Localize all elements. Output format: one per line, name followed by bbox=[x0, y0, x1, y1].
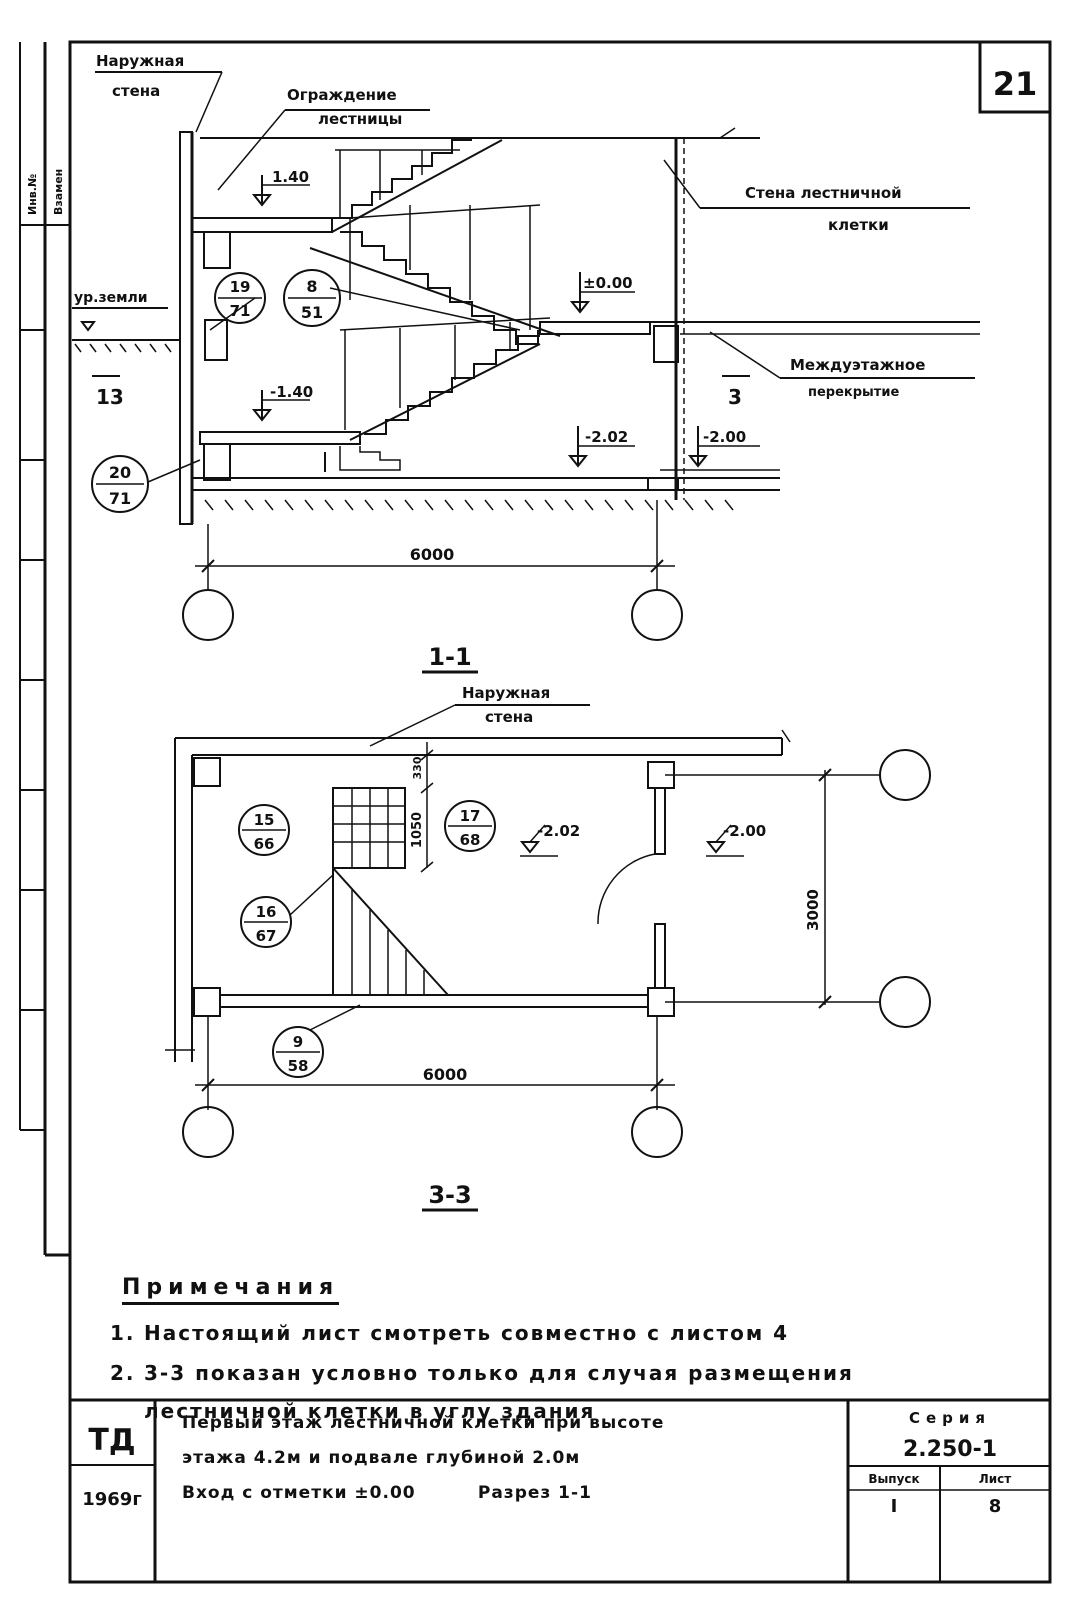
note-item: 2. 3-3 показан условно только для случая … bbox=[110, 1361, 1060, 1385]
ground-level-label: ур.земли bbox=[74, 290, 148, 306]
year: 1969г bbox=[82, 1489, 142, 1510]
note-number: 2. bbox=[110, 1361, 136, 1385]
callout-number: 58 bbox=[288, 1057, 309, 1075]
note-text: 3-3 показан условно только для случая ра… bbox=[144, 1361, 854, 1385]
section-reference: 3 bbox=[728, 385, 742, 409]
dimension-label: 3000 bbox=[804, 889, 822, 931]
outer-wall-label: стена bbox=[112, 82, 160, 100]
railing-label: лестницы bbox=[318, 110, 402, 128]
callout-number: 17 bbox=[460, 807, 481, 825]
sheet-title-line: Вход с отметки ±0.00 Разрез 1-1 bbox=[182, 1483, 592, 1503]
stair-wall-label: Стена лестничной bbox=[745, 184, 902, 202]
dimension-label: 6000 bbox=[410, 545, 455, 564]
elevation-label: -2.02 bbox=[537, 822, 580, 840]
dimension-label: 1050 bbox=[410, 812, 425, 848]
section-title: 1-1 bbox=[428, 643, 471, 671]
section-3-3 bbox=[165, 704, 931, 1212]
elevation-label: 1.40 bbox=[272, 168, 309, 186]
elevation-label: -2.00 bbox=[703, 428, 746, 446]
note-text: Настоящий лист смотреть совместно с лист… bbox=[144, 1321, 790, 1345]
org-code: ТД bbox=[88, 1423, 135, 1458]
series-value: 2.250-1 bbox=[903, 1437, 997, 1462]
side-stamp-label: Взамен bbox=[52, 169, 65, 215]
floor-slab-label: Междуэтажное bbox=[790, 356, 925, 374]
section-reference: 13 bbox=[96, 385, 124, 409]
note-continuation: лестничной клетки в углу здания bbox=[144, 1399, 596, 1423]
dimension-label: 6000 bbox=[423, 1065, 468, 1084]
callout-number: 20 bbox=[109, 463, 131, 482]
section-1-1 bbox=[72, 71, 980, 674]
sheet-value: 8 bbox=[989, 1496, 1002, 1517]
callout-number: 16 bbox=[256, 903, 277, 921]
callout-number: 19 bbox=[230, 278, 251, 296]
series-label: Серия bbox=[909, 1409, 991, 1427]
issue-label: Выпуск bbox=[868, 1472, 919, 1486]
sheet-label: Лист bbox=[979, 1472, 1011, 1486]
callout-number: 9 bbox=[293, 1033, 303, 1051]
elevation-label: -2.00 bbox=[723, 822, 766, 840]
sheet-number: 21 bbox=[993, 65, 1038, 103]
elevation-label: ±0.00 bbox=[583, 274, 633, 292]
sheet-frame bbox=[19, 40, 1052, 1584]
dimension-label: 330 bbox=[411, 756, 424, 779]
note-item: 1. Настоящий лист смотреть совместно с ли… bbox=[110, 1321, 1060, 1345]
sheet-title-line: Первый этаж лестничной клетки при высоте bbox=[182, 1413, 664, 1433]
callout-number: 8 bbox=[306, 277, 317, 296]
side-stamp-label: Инв.№ bbox=[26, 174, 39, 215]
elevation-label: -2.02 bbox=[585, 428, 628, 446]
section-title: 3-3 bbox=[428, 1181, 471, 1209]
callout-number: 71 bbox=[230, 302, 251, 320]
callout-number: 68 bbox=[460, 831, 481, 849]
notes-block: Примечания 1. Настоящий лист смотреть сов… bbox=[110, 1275, 1060, 1423]
outer-wall-label: Наружная bbox=[96, 52, 184, 70]
notes-heading: Примечания bbox=[122, 1275, 340, 1305]
elevation-label: -1.40 bbox=[270, 383, 313, 401]
callout-number: 66 bbox=[254, 835, 275, 853]
issue-value: I bbox=[891, 1496, 898, 1517]
floor-slab-label: перекрытие bbox=[808, 385, 899, 400]
outer-wall-label: Наружная bbox=[462, 684, 550, 702]
callout-number: 71 bbox=[109, 489, 131, 508]
outer-wall-label: стена bbox=[485, 708, 533, 726]
railing-label: Ограждение bbox=[287, 86, 397, 104]
callout-number: 67 bbox=[256, 927, 277, 945]
callout-number: 51 bbox=[301, 303, 323, 322]
callout-number: 15 bbox=[254, 811, 275, 829]
stair-wall-label: клетки bbox=[828, 216, 889, 234]
note-number: 1. bbox=[110, 1321, 136, 1345]
title-block bbox=[70, 1398, 1050, 1582]
sheet-title-line: этажа 4.2м и подвале глубиной 2.0м bbox=[182, 1448, 580, 1468]
